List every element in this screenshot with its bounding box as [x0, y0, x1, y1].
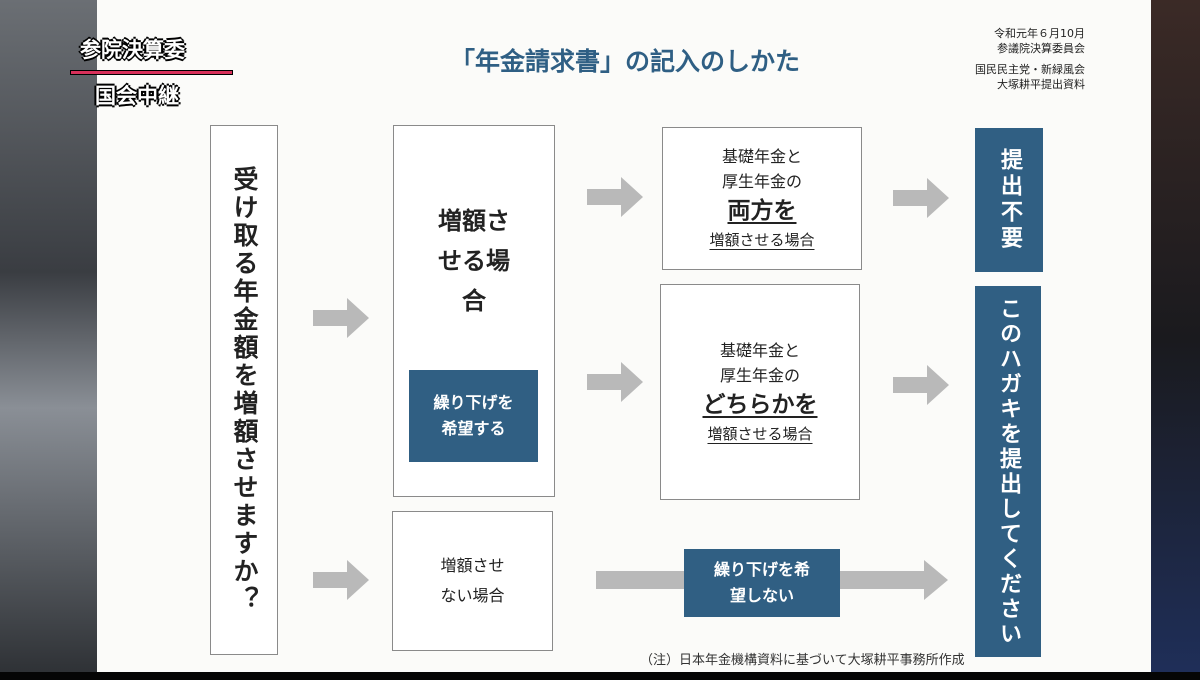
both-line3: 増額させる場合: [709, 231, 815, 249]
program-subtitle: 国会中継: [95, 84, 179, 108]
background-right: [1148, 0, 1200, 680]
no-increase-label: 増額させない場合: [440, 556, 505, 605]
meta-date: 令和元年６月10月: [994, 27, 1085, 40]
meta-submitter: 大塚耕平提出資料: [997, 78, 1085, 91]
arrow-right-icon: [587, 362, 643, 402]
either-line2: 厚生年金の: [719, 365, 800, 385]
meta-source: 国民民主党・新緑風会 大塚耕平提出資料: [975, 62, 1085, 92]
result-submit: このハガキを提出してください: [975, 286, 1041, 657]
background-left: [0, 0, 100, 680]
question-box: 受け取る年金額を増額させますか？: [210, 125, 278, 655]
meta-date-committee: 令和元年６月10月 参議院決算委員会: [994, 26, 1085, 56]
slide-title: 「年金請求書」の記入のしかた: [449, 47, 800, 76]
arrow-right-icon: [313, 298, 369, 338]
either-line3: 増額させる場合: [707, 424, 813, 443]
arrow-right-icon: [313, 560, 369, 600]
either-line1: 基礎年金と: [719, 340, 800, 360]
no-defer-box: 繰り下げを希望しない: [684, 549, 840, 617]
both-emphasis: 両方を: [727, 198, 797, 224]
arrow-right-icon: [893, 365, 949, 405]
meta-committee: 参議院決算委員会: [997, 42, 1085, 55]
both-line2: 厚生年金の: [721, 172, 802, 191]
both-box: 基礎年金と 厚生年金の 両方を 増額させる場合: [662, 127, 862, 270]
logo-divider: [70, 70, 233, 75]
result-no-submit: 提出不要: [975, 128, 1043, 272]
bottom-bar: [0, 672, 1200, 680]
defer-box: 繰り下げを希望する: [409, 370, 538, 462]
question-text: 受け取る年金額を増額させますか？: [230, 166, 259, 614]
either-emphasis: どちらかを: [702, 391, 818, 418]
both-line1: 基礎年金と: [721, 147, 802, 166]
no-increase-box: 増額させない場合: [392, 511, 553, 651]
arrow-right-icon: [587, 177, 643, 217]
footnote: （注）日本年金機構資料に基づいて大塚耕平事務所作成: [640, 653, 965, 668]
either-box: 基礎年金と 厚生年金の どちらかを 増額させる場合: [660, 284, 860, 500]
meta-party: 国民民主党・新緑風会: [975, 63, 1085, 76]
increase-label: 増額させる場合: [438, 207, 510, 315]
result-submit-text: このハガキを提出してください: [996, 296, 1021, 647]
result-no-submit-text: 提出不要: [997, 148, 1022, 252]
program-logo: 参院決算委: [80, 38, 185, 62]
arrow-right-icon: [893, 178, 949, 218]
